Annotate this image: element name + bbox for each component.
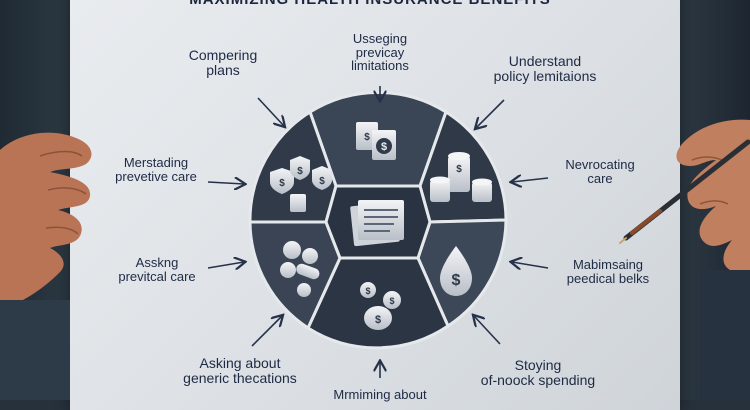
dollar-documents-icon: $ $	[356, 122, 396, 160]
label-bottom-left: Asking about generic thecations	[160, 356, 320, 385]
label-line: Understand	[508, 53, 582, 69]
label-line: Asskng	[135, 255, 179, 270]
arrow-bottom-left	[251, 316, 282, 347]
label-line: Mrmiming about	[333, 387, 427, 402]
label-line: generic thecations	[183, 369, 297, 386]
pen-icon	[619, 139, 750, 244]
right-hand	[676, 119, 750, 400]
label-line: Compering	[188, 47, 258, 63]
svg-text:$: $	[365, 286, 370, 296]
label-line: Asking about	[199, 355, 281, 371]
label-line: Mabimsaing	[572, 257, 644, 272]
arrow-top-left	[257, 97, 284, 126]
svg-text:$: $	[381, 141, 387, 153]
arrow-top-right	[476, 99, 505, 128]
label-line: previcay	[355, 44, 405, 60]
pills-icon	[280, 241, 320, 297]
label-line: plans	[206, 61, 240, 78]
benefits-wheel: $ $ $ $ $ $	[0, 86, 750, 400]
dollar-shields-icon: $ $ $	[270, 156, 332, 212]
label-lower-left: Asskng previtcal care	[102, 256, 212, 283]
arrow-bottom-right	[474, 316, 501, 345]
label-line: previtcal care	[118, 268, 196, 284]
arrow-mid-left	[207, 182, 244, 184]
svg-text:$: $	[452, 272, 461, 289]
svg-text:$: $	[279, 178, 285, 189]
arrow-mid-right	[512, 178, 549, 182]
arrow-lower-left	[207, 262, 244, 268]
label-mid-right: Nevrocating care	[545, 158, 655, 185]
label-mid-left: Merstading prevetive care	[96, 156, 216, 183]
svg-text:$: $	[375, 314, 381, 326]
label-line: Merstading	[123, 155, 189, 170]
label-line: peedical belks	[566, 270, 650, 286]
label-line: Nevrocating	[565, 157, 635, 172]
label-lower-right: Mabimsaing peedical belks	[548, 258, 668, 285]
label-top-left: Compering plans	[168, 48, 278, 77]
label-top-right: Understand policy lemitaions	[470, 54, 620, 83]
left-hand	[0, 132, 92, 400]
documents-icon	[350, 200, 404, 247]
svg-text:$: $	[297, 166, 303, 177]
arrows	[207, 86, 549, 378]
label-line: Stoying	[514, 357, 562, 373]
label-bottom-right: Stoying of-noock spending	[468, 358, 608, 387]
label-line: Usseging	[352, 31, 408, 46]
coin-stacks-icon: $	[430, 152, 492, 202]
label-line: policy lemitaions	[493, 67, 597, 84]
arrow-lower-right	[512, 262, 549, 268]
poster-title: MAXIMIZING HEALTH INSURANCE BENEFITS	[110, 0, 630, 8]
label-line: care	[587, 170, 613, 186]
svg-text:$: $	[389, 296, 394, 306]
money-bag-icon: $ $ $	[360, 282, 401, 330]
svg-text:$: $	[456, 164, 462, 175]
label-line: of-noock spending	[480, 371, 596, 388]
label-bottom-center: Mrmiming about	[320, 388, 440, 402]
label-top-center: Usseging previcay limitations	[320, 32, 440, 73]
label-line: prevetive care	[115, 168, 197, 184]
svg-text:$: $	[364, 132, 370, 143]
svg-text:$: $	[319, 176, 325, 187]
label-line: limitations	[351, 58, 409, 74]
dollar-drop-icon: $	[440, 246, 472, 296]
